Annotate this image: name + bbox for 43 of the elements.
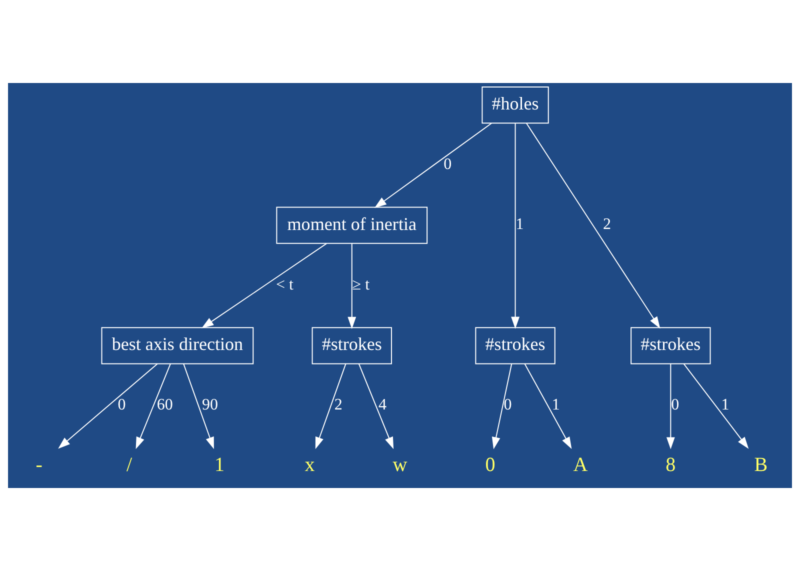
edge-label: < t (276, 276, 294, 294)
edge-label: ≥ t (352, 276, 370, 294)
edge-label: 2 (334, 396, 342, 414)
node-text: w (392, 454, 408, 476)
arrow (511, 122, 520, 329)
node-text: 1 (214, 454, 225, 476)
node-box: #strokes (312, 327, 392, 364)
node-text: - (36, 454, 42, 476)
edge-label: 0 (444, 156, 452, 174)
arrow (315, 363, 346, 450)
edge-label: 1 (721, 396, 730, 414)
edge-label: 90 (202, 396, 218, 414)
node-box: #holes (482, 86, 549, 124)
edge-label: 1 (516, 216, 524, 234)
arrow (526, 122, 660, 329)
node-box: #strokes (630, 327, 711, 364)
arrow (524, 363, 572, 450)
node-box: #strokes (475, 327, 556, 364)
node-box: moment of inertia (276, 206, 428, 244)
node-box: best axis direction (101, 327, 254, 364)
node-text: 0 (485, 454, 496, 476)
arrow (183, 363, 214, 450)
edge-label: 60 (156, 396, 173, 414)
arrow (492, 363, 512, 450)
arrow (202, 243, 328, 328)
node-text: x (304, 454, 315, 476)
node-text: / (126, 454, 132, 476)
edge-label: 0 (671, 396, 680, 414)
arrow (358, 363, 394, 450)
edge-label: 1 (552, 396, 560, 414)
edge-label: 4 (378, 396, 386, 414)
arrow (136, 363, 171, 450)
arrow (666, 363, 675, 450)
arrow (348, 243, 356, 329)
node-text: 8 (666, 454, 676, 476)
node-text: A (573, 454, 588, 476)
arrow (58, 363, 158, 449)
edge-label: 0 (118, 396, 126, 414)
edge-label: 0 (504, 396, 512, 414)
edge-label: 2 (603, 216, 612, 234)
node-text: B (754, 454, 768, 476)
arrow (683, 363, 749, 449)
arrow (374, 122, 492, 208)
